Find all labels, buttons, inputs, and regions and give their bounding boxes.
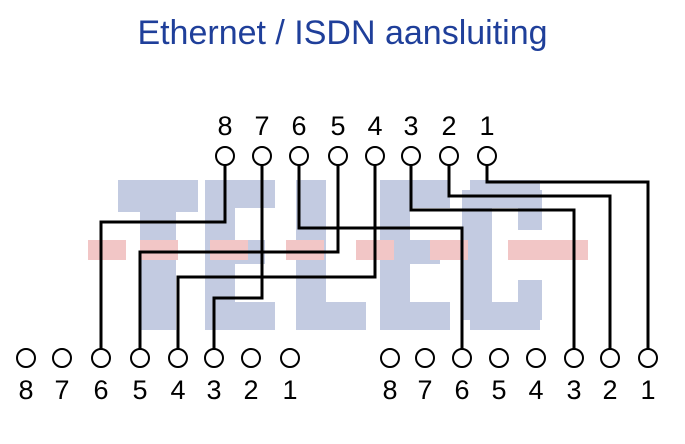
- left-pin-6: [91, 348, 111, 368]
- left-pin-label-7: 7: [54, 375, 69, 405]
- wire-top-5-to-left-5: [138, 165, 340, 349]
- right-pin-3: [564, 348, 584, 368]
- watermark-dash: [140, 240, 178, 260]
- top-pin-label-7: 7: [254, 111, 269, 141]
- top-pin-6: [289, 146, 309, 166]
- wire-top-8-to-left-6: [99, 165, 227, 349]
- top-pin-5: [328, 146, 348, 166]
- right-pin-8: [380, 348, 400, 368]
- wire-top-4-to-left-4: [176, 165, 377, 349]
- left-pin-4: [168, 348, 188, 368]
- wire-top-1-to-right-1: [485, 165, 650, 349]
- left-pin-5: [130, 348, 150, 368]
- left-pin-1: [280, 348, 300, 368]
- wire-top-7-to-left-3: [212, 165, 264, 349]
- right-pin-label-5: 5: [491, 375, 506, 405]
- left-pin-7: [52, 348, 72, 368]
- watermark-dash: [286, 240, 324, 260]
- top-pin-3: [401, 146, 421, 166]
- top-pin-2: [439, 146, 459, 166]
- right-pin-5: [489, 348, 509, 368]
- top-pin-label-6: 6: [291, 111, 306, 141]
- top-pin-label-8: 8: [217, 111, 232, 141]
- right-pin-label-3: 3: [566, 375, 581, 405]
- right-pin-7: [415, 348, 435, 368]
- top-pin-8: [215, 146, 235, 166]
- page-title: Ethernet / ISDN aansluiting: [137, 14, 548, 52]
- watermark-dash: [210, 240, 248, 260]
- watermark-dash: [508, 240, 588, 260]
- left-pin-label-6: 6: [93, 375, 108, 405]
- left-pin-3: [204, 348, 224, 368]
- right-pin-label-1: 1: [640, 375, 655, 405]
- top-pin-4: [365, 146, 385, 166]
- left-pin-label-3: 3: [206, 375, 221, 405]
- right-pin-2: [600, 348, 620, 368]
- right-pin-label-7: 7: [417, 375, 432, 405]
- right-pin-label-2: 2: [602, 375, 617, 405]
- top-pin-7: [252, 146, 272, 166]
- right-pin-label-8: 8: [382, 375, 397, 405]
- right-pin-6: [452, 348, 472, 368]
- top-pin-label-3: 3: [403, 111, 418, 141]
- left-pin-2: [241, 348, 261, 368]
- left-pin-label-1: 1: [282, 375, 297, 405]
- left-pin-label-2: 2: [243, 375, 258, 405]
- wire-top-6-to-right-6: [297, 165, 464, 349]
- left-pin-label-5: 5: [132, 375, 147, 405]
- right-pin-1: [638, 348, 658, 368]
- wire-top-3-to-right-3: [409, 165, 576, 349]
- top-pin-1: [477, 146, 497, 166]
- left-pin-label-8: 8: [18, 375, 33, 405]
- right-pin-4: [526, 348, 546, 368]
- wire-top-2-to-right-2: [447, 165, 612, 349]
- top-pin-label-1: 1: [479, 111, 494, 141]
- left-pin-label-4: 4: [170, 375, 185, 405]
- watermark-dash: [88, 240, 126, 260]
- wires: [99, 165, 650, 349]
- right-pin-label-6: 6: [454, 375, 469, 405]
- top-pin-label-5: 5: [330, 111, 345, 141]
- top-pin-label-4: 4: [367, 111, 382, 141]
- right-pin-label-4: 4: [528, 375, 543, 405]
- top-pin-label-2: 2: [441, 111, 456, 141]
- watermark-dash: [430, 240, 468, 260]
- pins: [16, 146, 658, 368]
- left-pin-8: [16, 348, 36, 368]
